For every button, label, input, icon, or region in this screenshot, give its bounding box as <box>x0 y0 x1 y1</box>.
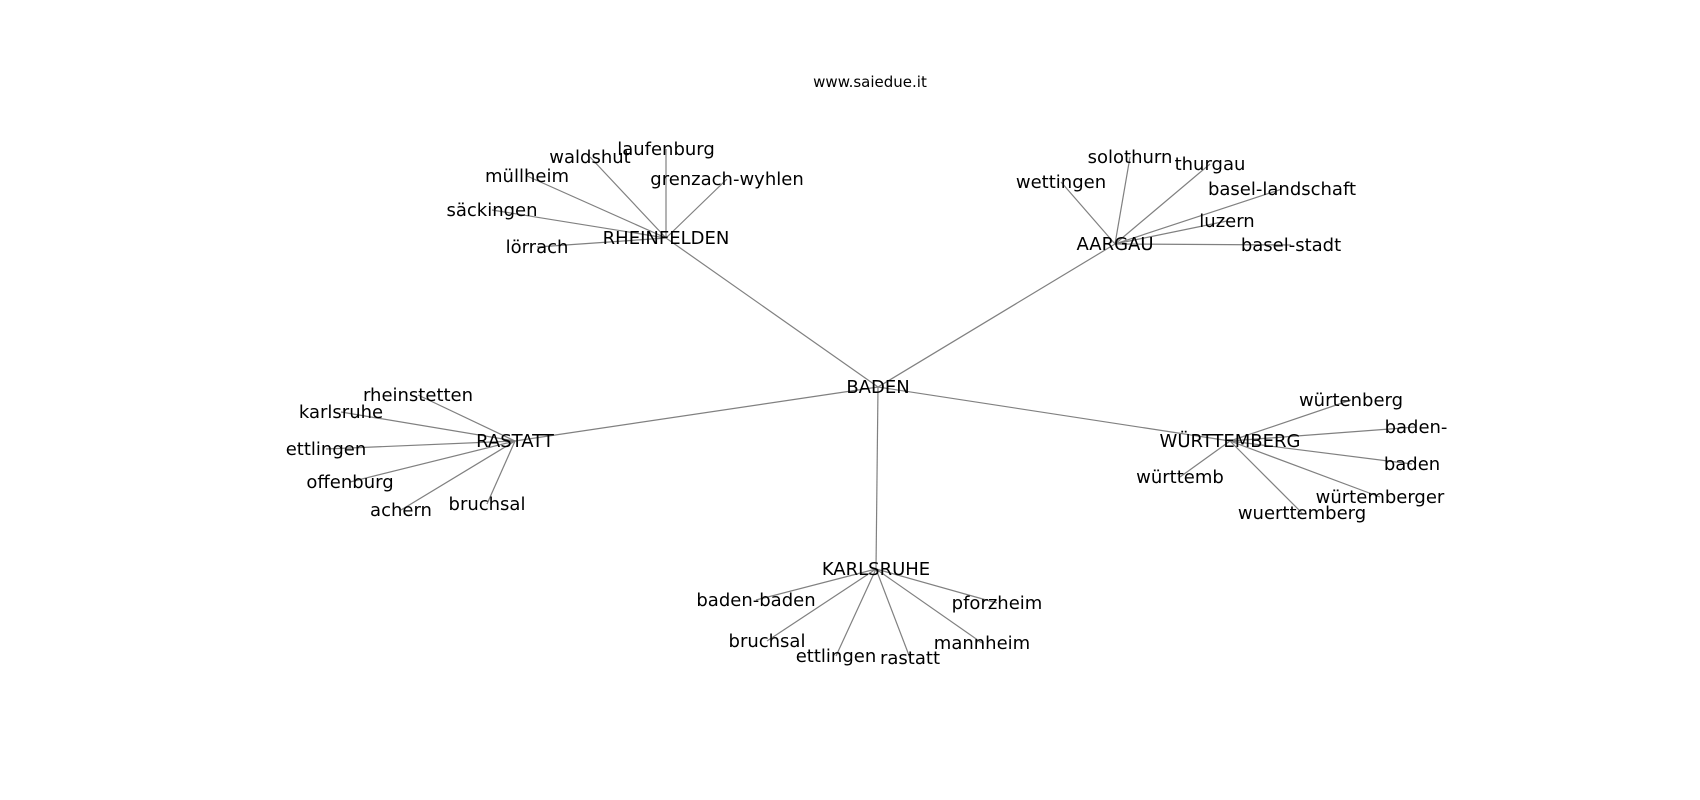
node-leaf-bruchsal-karlsruhe: bruchsal <box>729 631 806 652</box>
node-leaf-grenzach-wyhlen: grenzach-wyhlen <box>650 169 803 190</box>
edge-layer <box>325 149 1417 659</box>
node-leaf-solothurn: solothurn <box>1088 147 1173 168</box>
edge-rastatt-rheinstetten <box>417 394 516 442</box>
edge-rheinfelden-waldshut <box>589 156 667 239</box>
node-leaf-rastatt-leaf: rastatt <box>880 648 940 669</box>
node-leaf-offenburg: offenburg <box>306 472 393 493</box>
edge-karlsruhe-rastatt-leaf <box>875 568 911 659</box>
edge-rastatt-offenburg <box>349 440 516 483</box>
edge-aargau-solothurn <box>1114 156 1131 245</box>
node-leaf-saeckingen: säckingen <box>446 200 537 221</box>
node-leaf-bruchsal-rastatt: bruchsal <box>449 494 526 515</box>
diagram-title: www.saiedue.it <box>813 73 927 91</box>
node-hub-wuerttemberg: WÜRTTEMBERG <box>1160 430 1301 452</box>
edge-rastatt-achern <box>400 440 516 511</box>
edge-rastatt-ettlingen-rastatt <box>325 440 516 450</box>
node-leaf-baden-dash: baden- <box>1385 417 1448 438</box>
edge-aargau-basel-stadt <box>1114 243 1292 246</box>
node-leaf-mannheim: mannheim <box>934 633 1030 654</box>
node-leaf-rheinstetten: rheinstetten <box>363 385 473 406</box>
node-leaf-wuerttemb: württemb <box>1136 467 1224 488</box>
node-leaf-wettingen: wettingen <box>1016 172 1106 193</box>
node-leaf-loerrach: lörrach <box>506 237 569 258</box>
node-leaf-achern: achern <box>370 500 432 521</box>
node-leaf-laufenburg: laufenburg <box>617 139 715 160</box>
edge-baden-wuerttemberg <box>877 386 1231 442</box>
edge-wuerttemberg-wuerttemb <box>1179 440 1231 478</box>
node-center-baden: BADEN <box>846 377 909 398</box>
edge-aargau-luzern <box>1114 220 1228 245</box>
edge-wuerttemberg-wuerttemberg-leaf <box>1229 440 1303 514</box>
node-leaf-wuertenberg: würtenberg <box>1299 390 1403 411</box>
node-leaf-karlsruhe-leaf: karlsruhe <box>299 402 383 423</box>
node-hub-karlsruhe: KARLSRUHE <box>822 559 930 580</box>
edge-karlsruhe-baden-baden <box>755 568 877 601</box>
node-leaf-basel-landschaft: basel-landschaft <box>1208 179 1356 200</box>
edge-karlsruhe-bruchsal-karlsruhe <box>766 568 877 642</box>
edge-aargau-basel-landschaft <box>1114 188 1283 245</box>
edge-rastatt-karlsruhe-leaf <box>340 411 516 442</box>
edge-baden-aargau <box>877 243 1116 388</box>
node-leaf-baden-baden: baden-baden <box>696 590 815 611</box>
edge-rheinfelden-loerrach <box>536 237 667 248</box>
node-leaf-basel-stadt: basel-stadt <box>1241 235 1341 256</box>
node-leaf-wuerttemberg-leaf: wuerttemberg <box>1238 503 1366 524</box>
edge-baden-rheinfelden <box>665 237 879 388</box>
edge-rheinfelden-muellheim <box>526 175 667 239</box>
edge-wuerttemberg-baden-dash <box>1229 426 1417 442</box>
node-leaf-pforzheim: pforzheim <box>952 593 1043 614</box>
node-leaf-thurgau: thurgau <box>1175 154 1246 175</box>
edge-aargau-thurgau <box>1114 163 1211 245</box>
node-leaf-ettlingen-karlsruhe: ettlingen <box>796 646 877 667</box>
node-leaf-ettlingen-rastatt: ettlingen <box>286 439 367 460</box>
node-leaf-baden-leaf: baden <box>1384 454 1440 475</box>
node-leaf-luzern: luzern <box>1199 211 1254 232</box>
edge-karlsruhe-pforzheim <box>875 568 998 604</box>
edge-wuerttemberg-baden-leaf <box>1229 440 1413 465</box>
edge-aargau-wettingen <box>1060 181 1116 245</box>
node-hub-rheinfelden: RHEINFELDEN <box>603 228 730 249</box>
label-layer: www.saiedue.it BADEN RHEINFELDEN laufenbur… <box>286 73 1448 669</box>
node-hub-rastatt: RASTATT <box>476 431 555 452</box>
edge-rheinfelden-saeckingen <box>491 209 667 239</box>
node-leaf-muellheim: müllheim <box>485 166 569 187</box>
edge-baden-karlsruhe <box>875 386 879 570</box>
edge-karlsruhe-mannheim <box>875 568 983 644</box>
edge-rheinfelden-grenzach-wyhlen <box>665 178 728 239</box>
edge-karlsruhe-ettlingen-karlsruhe <box>835 568 877 657</box>
edge-rastatt-bruchsal-rastatt <box>486 440 516 505</box>
edge-wuerttemberg-wuertemberger <box>1229 440 1381 498</box>
node-hub-aargau: AARGAU <box>1076 234 1153 255</box>
node-leaf-waldshut: waldshut <box>549 147 630 168</box>
edge-wuerttemberg-wuertenberg <box>1229 399 1352 442</box>
edge-baden-rastatt <box>514 386 879 442</box>
node-leaf-wuertemberger: würtemberger <box>1316 487 1445 508</box>
